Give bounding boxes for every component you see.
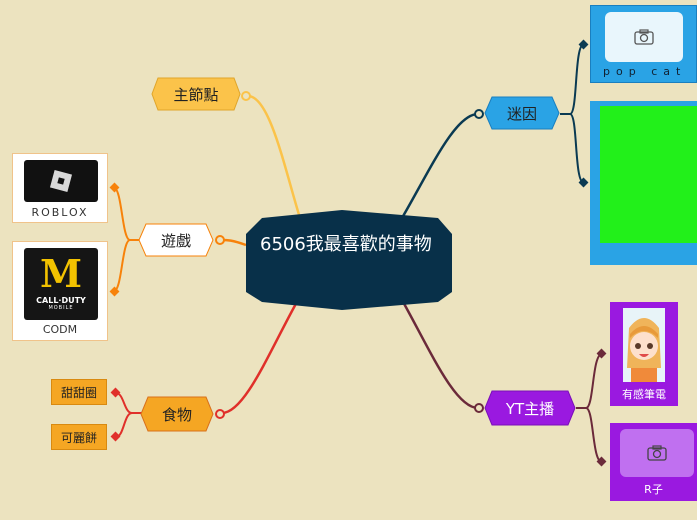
food-node-shape[interactable] — [140, 396, 214, 432]
meme-dot — [474, 109, 484, 119]
central-topic-shape[interactable] — [246, 210, 452, 310]
codm-logo: M CALL·DUTY MOBILE — [24, 248, 98, 320]
camera-icon — [647, 445, 667, 461]
food-item-crepe[interactable]: 可麗餅 — [51, 424, 107, 450]
youtuber-dot — [474, 403, 484, 413]
codm-m-icon: M — [39, 251, 83, 296]
connector-food-sub — [115, 392, 142, 438]
popcat-card[interactable]: pop cat — [590, 5, 697, 83]
meme-green-card[interactable] — [590, 101, 697, 265]
central-topic-title[interactable]: 6506我最喜歡的事物 — [260, 234, 432, 255]
anime-avatar-icon — [623, 308, 665, 382]
food-dot — [215, 409, 225, 419]
youtuber-image-placeholder — [620, 429, 694, 477]
meme-node-shape[interactable] — [484, 96, 560, 130]
meme-diamond-2 — [578, 177, 589, 188]
codm-card[interactable]: M CALL·DUTY MOBILE CODM — [12, 241, 108, 341]
yt-diamond-1 — [596, 348, 607, 359]
games-dot — [215, 235, 225, 245]
games-diamond-roblox — [109, 182, 120, 193]
connector-meme — [400, 112, 479, 219]
games-node-shape[interactable] — [138, 223, 214, 257]
youtuber-card-2[interactable]: R子 — [610, 423, 697, 501]
meme-diamond-1 — [578, 39, 589, 50]
codm-caption: CODM — [42, 323, 78, 336]
youtuber-name-1: 有感筆電 — [622, 388, 666, 401]
connector-meme-sub — [560, 43, 585, 184]
food-item-donut[interactable]: 甜甜圈 — [51, 379, 107, 405]
connector-youtuber — [400, 299, 479, 410]
connector-food — [221, 299, 300, 415]
roblox-caption: ROBLOX — [31, 206, 89, 219]
yt-diamond-2 — [596, 456, 607, 467]
roblox-card[interactable]: ROBLOX — [12, 153, 108, 223]
main-node-shape[interactable] — [151, 77, 241, 111]
codm-logo-subtext: MOBILE — [48, 305, 74, 311]
main-node-dot — [241, 91, 251, 101]
youtuber-avatar-1 — [623, 308, 665, 382]
youtuber-name-2: R子 — [644, 483, 663, 496]
roblox-logo — [24, 160, 98, 202]
meme-green-image — [600, 106, 697, 243]
codm-logo-text: CALL·DUTY — [36, 296, 86, 305]
food-diamond-2 — [110, 431, 121, 442]
food-diamond-1 — [110, 387, 121, 398]
connector-games-sub — [113, 187, 140, 292]
youtuber-node-shape[interactable] — [484, 390, 576, 426]
connector-youtuber-sub — [576, 353, 603, 463]
roblox-logo-icon — [49, 169, 73, 193]
camera-icon — [634, 29, 654, 45]
youtuber-card-1[interactable]: 有感筆電 — [610, 302, 678, 406]
popcat-image-placeholder — [605, 12, 683, 62]
connector-main-node — [247, 94, 302, 219]
popcat-caption: pop cat — [603, 65, 687, 78]
